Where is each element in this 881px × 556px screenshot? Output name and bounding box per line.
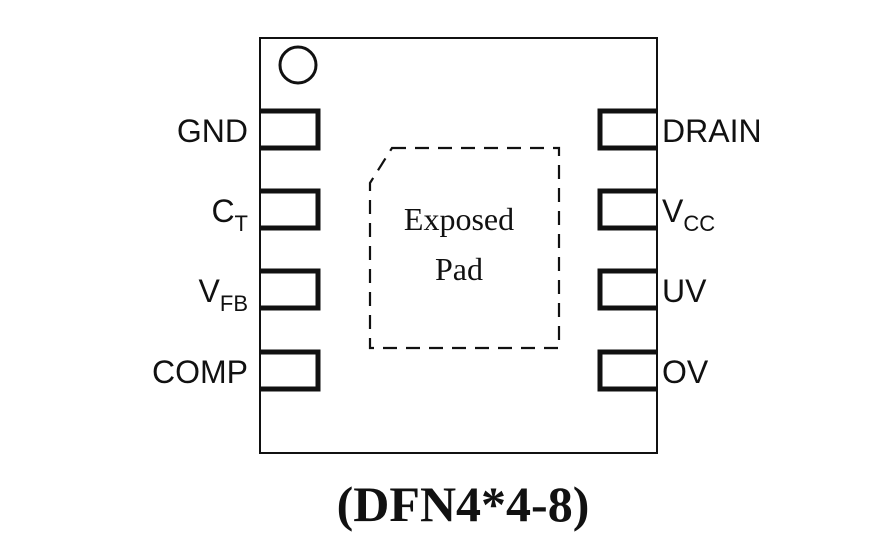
pin-name-subscript: T [235, 211, 248, 236]
left-pin-pad-1 [260, 108, 321, 151]
right-pin-pad-3 [597, 268, 657, 311]
pin-name: OV [662, 354, 709, 390]
left-pin-label-1: GND [177, 113, 248, 149]
pin-name: DRAIN [662, 113, 762, 149]
right-pin-labels: DRAIN VCC UV OV [662, 113, 762, 390]
pin1-marker-icon [278, 45, 318, 85]
right-pin-pad-1 [597, 108, 657, 151]
exposed-pad-label-line1: Exposed [404, 201, 514, 237]
right-pin-label-4: OV [662, 354, 709, 390]
right-pin-label-1: DRAIN [662, 113, 762, 149]
right-pin-label-2: VCC [662, 193, 715, 236]
pin-name-subscript: FB [220, 291, 248, 316]
pin-name: GND [177, 113, 248, 149]
package-title: (DFN4*4-8) [337, 476, 590, 532]
pin-name: COMP [152, 354, 248, 390]
exposed-pad-outline [368, 146, 561, 350]
right-pin-label-3: UV [662, 273, 707, 309]
left-pin-labels: GND CT VFB COMP [152, 113, 248, 390]
pin-name: V [199, 273, 221, 309]
left-pin-label-3: VFB [199, 273, 248, 316]
pin-name: V [662, 193, 684, 229]
left-pins [260, 108, 321, 392]
left-pin-pad-2 [260, 188, 321, 231]
right-pins [597, 108, 657, 392]
pin-name: UV [662, 273, 707, 309]
left-pin-label-2: CT [211, 193, 248, 236]
right-pin-pad-2 [597, 188, 657, 231]
pin-name: C [211, 193, 234, 229]
package-outline [259, 37, 658, 454]
left-pin-label-4: COMP [152, 354, 248, 390]
left-pin-pad-4 [260, 349, 321, 392]
exposed-pad-label-line2: Pad [435, 251, 483, 287]
left-pin-pad-3 [260, 268, 321, 311]
right-pin-pad-4 [597, 349, 657, 392]
pin-name-subscript: CC [683, 211, 715, 236]
